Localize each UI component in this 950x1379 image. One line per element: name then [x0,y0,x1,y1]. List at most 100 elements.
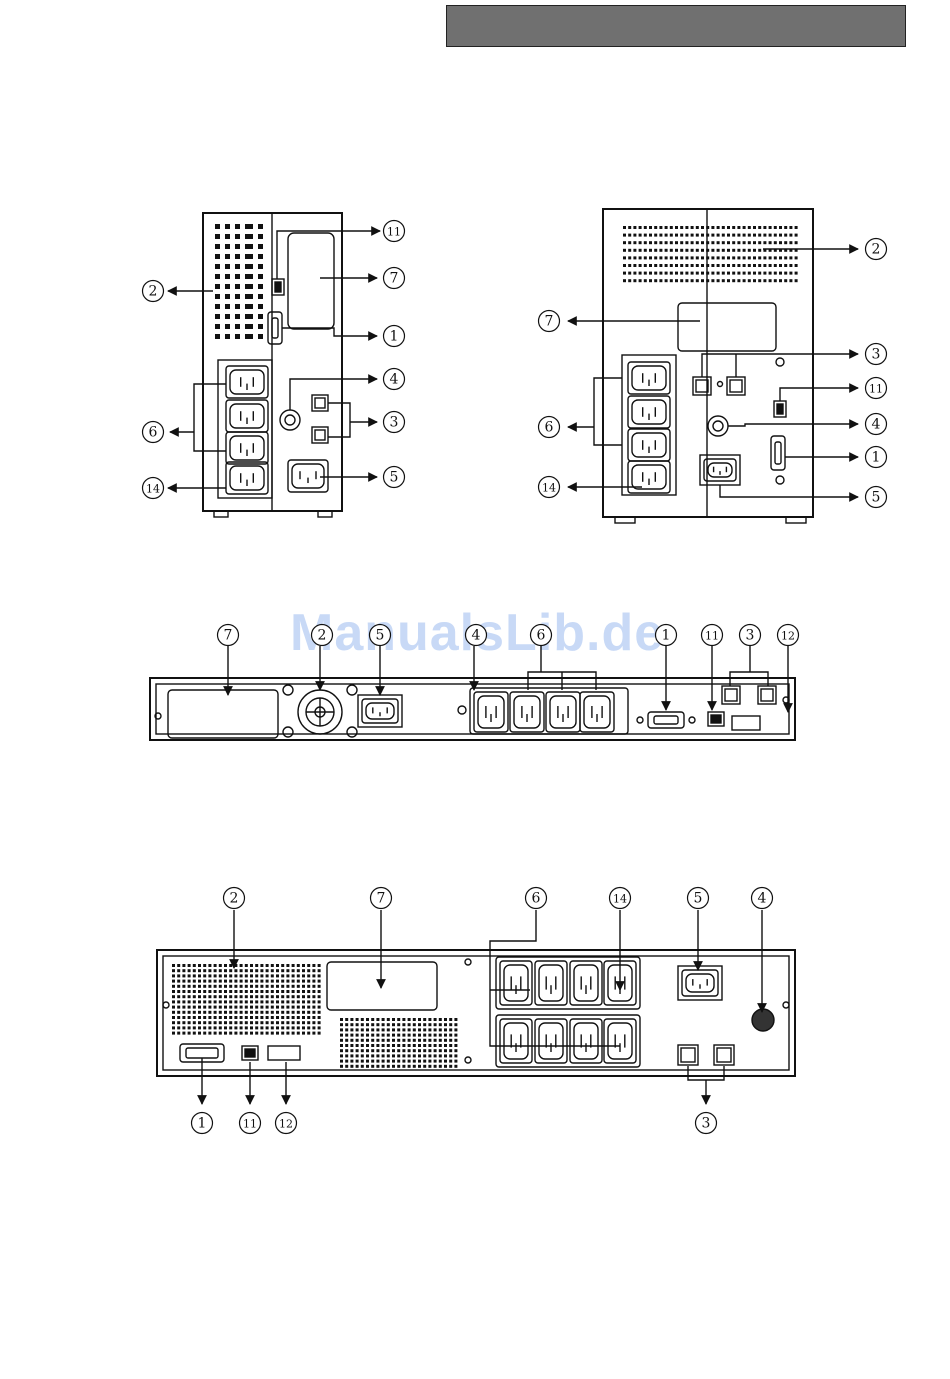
rack-1u-epo-port [732,716,760,730]
tower-small-breaker [280,410,300,430]
tower-large-outlet-group [622,355,676,495]
svg-text:5: 5 [694,891,703,907]
tower-large-rs232-port [771,436,785,470]
svg-text:1: 1 [872,450,881,466]
callout-1: 1 [866,447,887,468]
svg-text:1: 1 [198,1116,207,1132]
svg-text:6: 6 [149,425,158,441]
leader-t2-5 [720,485,858,497]
leader-t1-11 [277,231,380,279]
callout-3: 3 [740,625,761,646]
svg-text:2: 2 [318,628,327,644]
svg-text:4: 4 [758,891,767,907]
callout-2: 2 [143,281,164,302]
callout-2: 2 [866,239,887,260]
callout-2: 2 [312,625,333,646]
rack-2u-ac-input [678,966,722,1000]
callout-4: 4 [752,888,773,909]
svg-text:1: 1 [662,628,671,644]
rack-2u-snmp-slot [327,962,437,1010]
tower-large-breaker [708,416,728,436]
leader-r2-6 [490,910,620,1046]
svg-text:1: 1 [390,329,399,345]
callout-7: 7 [539,311,560,332]
callout-4: 4 [384,369,405,390]
svg-text:4: 4 [390,372,399,388]
svg-text:12: 12 [279,1118,293,1131]
leader-t2-6a [594,378,622,445]
svg-text:14: 14 [146,483,160,496]
svg-text:4: 4 [472,628,481,644]
rack-2u-breaker [752,1009,774,1031]
callout-12: 12 [778,625,799,646]
callout-6: 6 [531,625,552,646]
callout-3: 3 [866,344,887,365]
leader-t1-3a [328,403,350,437]
svg-text:2: 2 [149,284,158,300]
svg-text:11: 11 [869,383,883,396]
svg-text:7: 7 [390,271,399,287]
svg-text:12: 12 [781,630,795,643]
tower-small-rs232-port [268,312,282,344]
svg-text:11: 11 [243,1118,257,1131]
callout-5: 5 [866,487,887,508]
svg-text:7: 7 [377,891,386,907]
leader-t2-11 [780,388,858,401]
svg-text:5: 5 [390,470,399,486]
svg-text:6: 6 [537,628,546,644]
callout-14: 14 [539,477,560,498]
callout-11: 11 [384,221,405,242]
callout-7: 7 [371,888,392,909]
svg-text:11: 11 [705,630,719,643]
callout-7: 7 [384,268,405,289]
tower-small-vent-left [215,224,250,339]
rack-2u-epo-port [268,1046,300,1060]
leader-r2-3a [688,1066,724,1080]
callout-2: 2 [224,888,245,909]
callout-11: 11 [702,625,723,646]
callout-4: 4 [466,625,487,646]
callout-6: 6 [526,888,547,909]
svg-text:2: 2 [230,891,239,907]
callout-11: 11 [240,1113,261,1134]
svg-text:14: 14 [542,482,556,495]
callout-5: 5 [688,888,709,909]
callout-12: 12 [276,1113,297,1134]
rack-1u-outlet-group [470,688,628,734]
callout-14: 14 [143,478,164,499]
tower-small-snmp-slot [288,233,334,329]
rack-1u-snmp-slot [168,690,278,738]
svg-text:14: 14 [613,893,627,906]
leader-t1-6a [194,384,226,451]
callout-11: 11 [866,378,887,399]
svg-text:3: 3 [746,628,755,644]
callout-1: 1 [656,625,677,646]
svg-text:6: 6 [532,891,541,907]
tower-small-vent-right [248,224,263,339]
callout-5: 5 [384,467,405,488]
svg-text:3: 3 [702,1116,711,1132]
callout-6: 6 [539,417,560,438]
leader-t2-4 [728,424,858,426]
rack-2u-vent-left [172,964,321,1035]
rack-2u-vent-center [340,1018,457,1068]
svg-text:4: 4 [872,417,881,433]
svg-text:6: 6 [545,420,554,436]
callout-3: 3 [384,412,405,433]
callout-5: 5 [370,625,391,646]
callout-4: 4 [866,414,887,435]
tower-large-vent [623,226,798,282]
rack-1u-body [150,678,795,740]
svg-text:5: 5 [872,490,881,506]
callout-1: 1 [192,1113,213,1134]
svg-text:7: 7 [224,628,233,644]
svg-text:3: 3 [390,415,399,431]
svg-text:7: 7 [545,314,554,330]
callout-1: 1 [384,326,405,347]
svg-text:11: 11 [387,226,401,239]
callout-3: 3 [696,1113,717,1134]
callout-7: 7 [218,625,239,646]
tower-large-snmp-slot [678,303,776,351]
svg-text:5: 5 [376,628,385,644]
